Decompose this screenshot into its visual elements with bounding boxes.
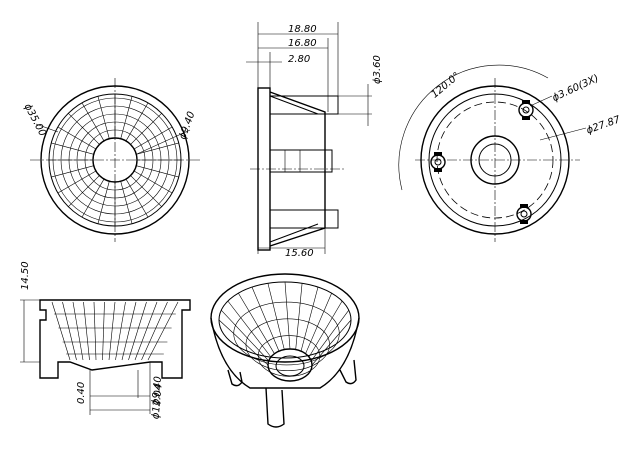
back-leader-bolt: [539, 127, 587, 141]
iso-facet-ray: [300, 287, 319, 352]
front-facet-ray: [130, 113, 162, 145]
section-facet-line: [141, 301, 168, 361]
section-facet-line: [121, 301, 137, 361]
front-dim-od: ϕ35.00: [22, 102, 48, 138]
section-dim-inner: ϕ9.40: [151, 376, 164, 406]
section-facet-line: [128, 301, 147, 361]
front-facet-ray: [97, 181, 110, 224]
back-post-3: [516, 204, 532, 224]
front-facet-ray: [81, 102, 105, 142]
side-post-top: [269, 95, 339, 115]
section-view: 14.50 0.40 ϕ9.40 ϕ12.04: [20, 261, 191, 420]
section-dim-outer: ϕ12.04: [151, 384, 165, 420]
front-facet-ray: [136, 142, 179, 155]
section-facet-line: [134, 301, 158, 361]
iso-facet-ring: [233, 301, 340, 366]
section-facet-line: [51, 301, 71, 361]
section-facet-line: [62, 301, 77, 361]
section-facet-line: [93, 301, 97, 361]
iso-hole-outer: [267, 348, 313, 382]
back-post-2: [430, 152, 446, 172]
back-view: 120.0° ϕ3.60(3X) ϕ27.87: [398, 64, 621, 242]
back-post-1: [518, 100, 534, 120]
iso-body: [210, 317, 360, 389]
side-dim-post: ϕ3.60: [372, 55, 383, 84]
iso-post-front: [265, 387, 285, 428]
front-facet-ray: [51, 165, 94, 178]
front-facet-ray: [125, 178, 149, 218]
front-facet-ray: [97, 96, 110, 139]
front-facet-ray: [133, 126, 173, 150]
iso-facet-ray: [267, 283, 285, 350]
front-facet-ray: [51, 142, 94, 155]
section-facet-line: [147, 301, 179, 361]
iso-view: [210, 273, 360, 428]
front-facet-ray: [68, 175, 100, 207]
iso-facet-ring: [245, 318, 330, 371]
section-dim-gap: 0.40: [76, 382, 87, 404]
iso-facet-ray: [311, 309, 349, 362]
front-facet-ray: [130, 175, 162, 207]
iso-post-right: [339, 359, 357, 385]
section-facet-grid: [51, 301, 179, 361]
section-outline: [39, 299, 191, 379]
front-leader-id: [136, 129, 191, 155]
iso-hole-inner: [275, 355, 305, 377]
iso-facet-ray: [218, 319, 269, 366]
section-facet-line: [115, 301, 126, 361]
side-post-middle: [269, 149, 333, 173]
side-body: [269, 91, 326, 247]
section-facet-line: [108, 301, 116, 361]
side-body-inner: [269, 95, 319, 243]
front-facet-ray: [133, 170, 173, 194]
section-facet-line: [102, 301, 105, 361]
side-dim-flange: 2.80: [288, 54, 310, 65]
side-dim-overall: 18.80: [288, 24, 317, 35]
back-leader-post: [529, 95, 553, 107]
front-facet-ray: [57, 170, 97, 194]
iso-facet-ray: [251, 286, 280, 352]
front-view: ϕ35.00 ϕ9.40: [22, 78, 200, 242]
side-view: 18.80 16.80 2.80 ϕ3.60 15.60: [246, 22, 383, 259]
section-facet-line: [83, 301, 90, 361]
front-facet-ray: [120, 181, 133, 224]
iso-facet-ray: [305, 293, 332, 354]
front-facet-ray: [120, 96, 133, 139]
iso-facet-ray: [221, 309, 269, 362]
side-post-bottom: [269, 209, 339, 229]
front-facet-ray: [125, 102, 149, 142]
side-dim-body: 15.60: [285, 248, 314, 259]
back-angle-arc: [398, 64, 549, 191]
back-dim-post: ϕ3.60(3X): [551, 73, 601, 104]
front-facet-ray: [57, 126, 97, 150]
iso-facet-ray: [284, 281, 291, 350]
iso-facet-grid: [218, 281, 352, 377]
section-facet-line: [72, 301, 84, 361]
iso-post-left: [227, 369, 243, 387]
iso-facet-ray: [295, 283, 303, 350]
section-dim-height: 14.50: [20, 261, 31, 290]
iso-facet-ray: [238, 292, 275, 354]
iso-facet-ray: [308, 300, 343, 358]
back-dim-bolt: ϕ27.87: [585, 114, 621, 137]
front-facet-ray: [68, 113, 100, 145]
iso-facet-ray: [227, 300, 272, 358]
front-facet-ray: [81, 178, 105, 218]
front-leader-od: [35, 123, 59, 133]
iso-facet-ray: [311, 319, 352, 366]
front-facet-ray: [136, 165, 179, 178]
side-dim-flange-post: 16.80: [288, 38, 317, 49]
